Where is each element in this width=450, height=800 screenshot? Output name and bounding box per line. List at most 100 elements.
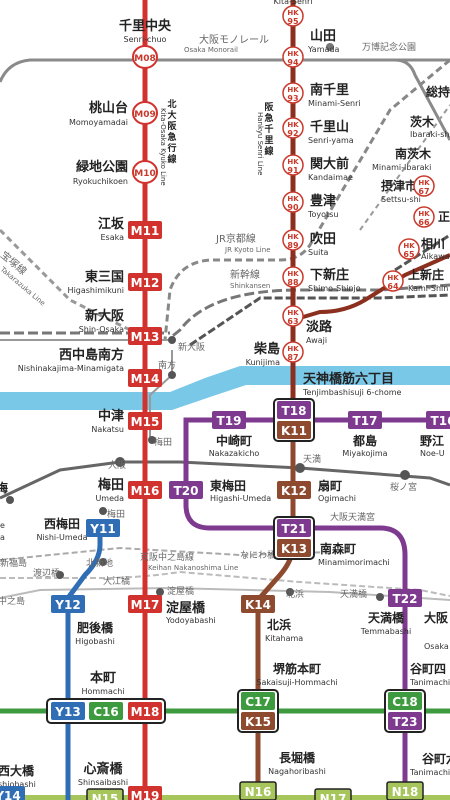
station-temmabashi-en: Temmabashi (360, 627, 411, 636)
yodo-river (0, 366, 450, 410)
code-m08[interactable]: M08 (132, 45, 158, 69)
station-higashi-umeda-en: Higashi-Umeda (210, 494, 271, 503)
yodoyabashi-k-dot (156, 588, 164, 596)
station-nagahoribashi: 長堀橋 (279, 750, 316, 765)
code-m11[interactable]: M11 (128, 221, 162, 239)
banpaku-dot (326, 43, 334, 51)
code-c17-k15-top[interactable]: C17 (241, 692, 275, 710)
code-t16[interactable]: T16 (426, 411, 450, 429)
code-hk87-prefix: HK (287, 345, 299, 353)
code-c17-k15-bottom[interactable]: K15 (241, 712, 275, 730)
station-esaka: 江坂 (98, 216, 125, 232)
code-m16[interactable]: M16 (128, 481, 162, 499)
code-m15-label: M15 (131, 415, 160, 429)
code-m19[interactable]: M19 (128, 786, 162, 800)
station-ibaraki-en: Ibaraki-shi (410, 130, 450, 139)
code-m09[interactable]: M09 (132, 101, 158, 125)
code-hk89-num: 89 (287, 241, 299, 250)
code-m18[interactable]: M18 (128, 702, 162, 720)
code-t22[interactable]: T22 (388, 589, 422, 607)
code-t18-k11-bottom[interactable]: K11 (277, 421, 311, 439)
code-y11[interactable]: Y11 (86, 519, 120, 537)
line-shinkansen: 新幹線 (230, 268, 260, 281)
station-momoyamadai: 桃山台 (89, 100, 128, 116)
code-t17[interactable]: T17 (348, 411, 382, 429)
station-minami-senri-en: Minami-Senri (308, 99, 361, 108)
station-nishinakajima: 西中島南方 (59, 347, 124, 363)
code-m13[interactable]: M13 (128, 327, 162, 345)
code-t19[interactable]: T19 (212, 411, 246, 429)
code-hk95-ring (282, 5, 304, 27)
code-t21-k13-top[interactable]: T21 (277, 519, 311, 537)
code-y13[interactable]: Y13 (51, 702, 85, 720)
monorail-line (0, 58, 450, 141)
station-nakazakicho: 中崎町 (216, 433, 252, 448)
code-m10[interactable]: M10 (132, 160, 158, 184)
label-umeda-hanshin: 梅田 (107, 508, 125, 520)
code-m13-label: M13 (131, 330, 160, 344)
station-tanimachi4-en: Tanimachi (409, 678, 450, 687)
label-watanabebashi: 渡辺橋 (33, 567, 60, 579)
code-m14-bg (128, 369, 162, 387)
code-hk65-ring (398, 238, 420, 260)
label-osaka-temmangu: 大阪天満宮 (330, 511, 375, 523)
code-m17[interactable]: M17 (128, 595, 162, 613)
code-t20[interactable]: T20 (169, 481, 203, 499)
watanabebashi-dot (56, 571, 64, 579)
code-n15[interactable]: N15 (86, 788, 124, 800)
station-higobashi-en: Higobashi (75, 637, 115, 646)
code-n16-bg (239, 781, 277, 800)
code-y12[interactable]: Y12 (51, 595, 85, 613)
code-y14[interactable]: Y14 (0, 786, 25, 800)
station-shin-osaka-en: Shin-Osaka (79, 325, 124, 334)
code-hk87-ring (282, 341, 304, 363)
station-tanimachi4: 谷町四 (410, 661, 446, 676)
code-c18-t23-top[interactable]: C18 (388, 692, 422, 710)
code-c16-bg (89, 702, 123, 720)
line-kitakyu: 北大阪急行線 (166, 98, 177, 165)
code-k12[interactable]: K12 (277, 481, 311, 499)
code-m12[interactable]: M12 (128, 273, 162, 291)
code-n16[interactable]: N16 (239, 781, 277, 800)
code-k14[interactable]: K14 (241, 595, 275, 613)
code-c18-t23-bottom[interactable]: T23 (388, 712, 422, 730)
code-hk64-ring (382, 270, 404, 292)
sakuranomiya-dot (400, 470, 410, 480)
code-y11-bg (86, 519, 120, 537)
code-n18[interactable]: N18 (386, 781, 424, 800)
station-nishi-umeda: 西梅田 (44, 516, 80, 531)
station-nakatsu-en: Nakatsu (91, 425, 124, 434)
station-hommachi-en: Hommachi (81, 687, 124, 696)
code-t18-k11-top[interactable]: T18 (277, 401, 311, 419)
line-hankyu-senri: 阪急千里線 (264, 101, 274, 157)
station-settsushi: 摂津市 (381, 178, 417, 193)
code-m14[interactable]: M14 (128, 369, 162, 387)
code-hk67-num: 67 (418, 187, 429, 196)
code-c17-k15-top-label: C17 (245, 695, 271, 709)
station-settsushi-en: Settsu-shi (381, 195, 421, 204)
label-nakanoshima: 中之島 (0, 595, 25, 607)
code-t21-k13-bottom[interactable]: K13 (277, 539, 311, 557)
osaka-jr-dot (115, 457, 125, 467)
hankyu-kyoto-branch (292, 253, 450, 322)
code-m15[interactable]: M15 (128, 412, 162, 430)
code-c16[interactable]: C16 (89, 702, 123, 720)
code-m17-bg (128, 595, 162, 613)
code-n17[interactable]: N17 (314, 788, 352, 800)
station-shinsaibashi-en: Shinsaibashi (78, 778, 128, 787)
